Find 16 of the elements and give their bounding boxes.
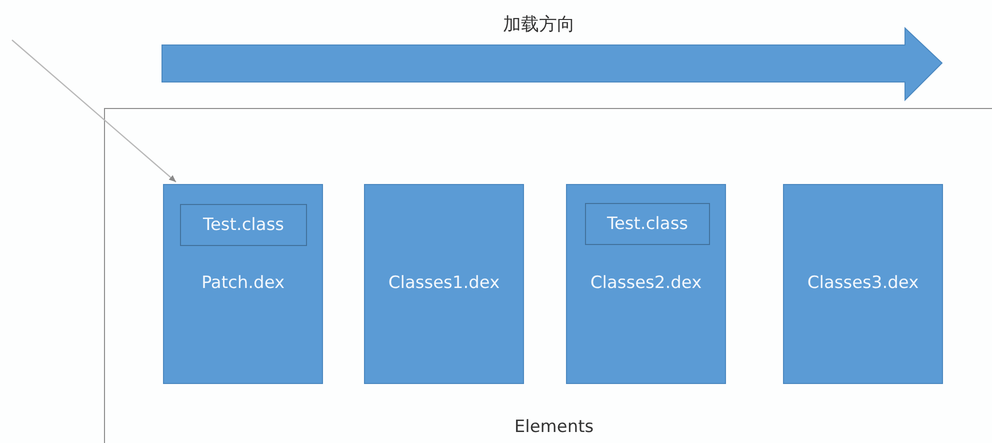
dex-file-box <box>566 184 726 384</box>
dex-file-box <box>783 184 943 384</box>
container-box <box>104 108 992 443</box>
class-box <box>585 203 710 245</box>
dex-file-box <box>163 184 323 384</box>
leader-arrow <box>12 40 176 182</box>
file-name: Test.class <box>202 215 286 235</box>
dex-file-box <box>364 184 524 384</box>
container-label: Elements <box>513 417 595 437</box>
file-name: Test.class <box>606 214 690 234</box>
class-box <box>180 204 307 246</box>
file-name: Classes2.dex <box>589 273 703 293</box>
direction-label: 加载方向 <box>503 13 575 36</box>
file-name: Classes1.dex <box>387 273 501 293</box>
file-name: Classes3.dex <box>806 273 920 293</box>
file-name: Patch.dex <box>200 273 286 293</box>
